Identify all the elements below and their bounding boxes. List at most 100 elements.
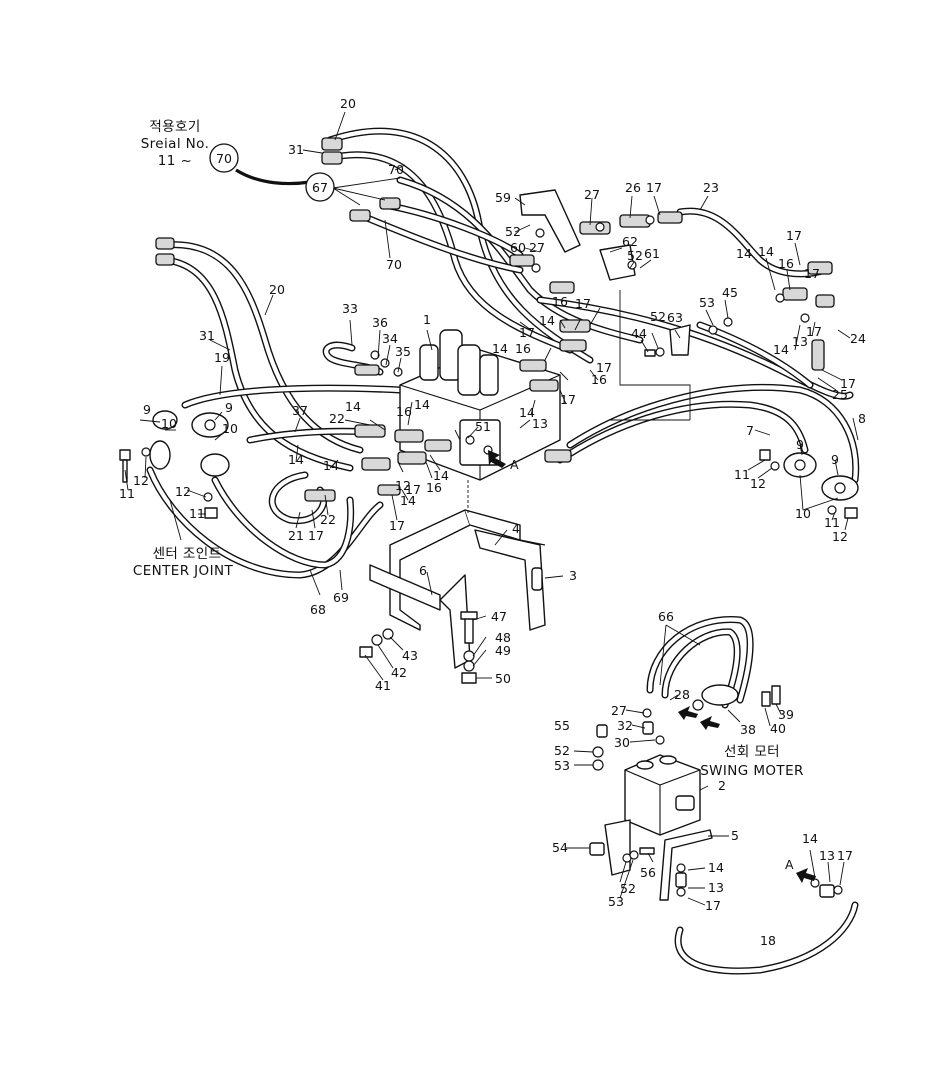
swing-motor-assembly [589,684,843,901]
part-label: 44 [631,326,647,341]
part-label: 27 [584,187,600,202]
serial-callout-curve [235,168,311,186]
part-label: 35 [395,344,411,359]
part-label: 55 [554,718,570,733]
part-label: 14 [492,341,508,356]
part-label: 25 [832,387,848,402]
part-label: 34 [382,331,398,346]
part-label: 14 [433,468,449,483]
part-label: 17 [786,228,802,243]
part-label: 12 [175,484,191,499]
part-label: 14 [414,397,430,412]
part-label: 2 [718,778,726,793]
part-label: 12 [832,529,848,544]
flow-arrow-swing-2 [700,716,720,730]
part-label: 10 [222,421,238,436]
part-label: 17 [405,482,421,497]
part-label: 31 [288,142,304,157]
part-label: 60 [510,240,526,255]
part-label: 27 [611,703,627,718]
part-label: 17 [837,848,853,863]
part-label: 69 [333,590,349,605]
part-label: 27 [529,240,545,255]
circled-callouts: 70 67 [209,143,335,202]
part-label: 20 [269,282,285,297]
valve-fittings [155,137,835,502]
part-label: 26 [625,180,641,195]
part-label: 14 [519,405,535,420]
valve-bracket-assembly [359,509,546,684]
part-label: 49 [495,643,511,658]
part-label: 16 [396,404,412,419]
swing-motor-label-en: SWING MOTER [700,763,804,779]
serial-callout-number: 70 [216,151,232,166]
part-label: 17 [308,528,324,543]
part-label: 17 [519,325,535,340]
hose-set-66 [646,616,754,709]
part-label: 53 [554,758,570,773]
part-label: 41 [375,678,391,693]
part-label: 24 [850,331,866,346]
part-label: 31 [199,328,215,343]
part-label: 14 [323,458,339,473]
part-label: 52 [650,309,666,324]
part-label: 17 [806,324,822,339]
part-label: 14 [288,452,304,467]
view-a-marker-main: A [510,457,519,472]
part-label: 13 [532,416,548,431]
swing-motor-label-ko: 선회 모터 [724,744,780,760]
part-label: 5 [731,828,739,843]
part-label: 6 [419,563,427,578]
serial-range: 11 ~ [158,153,192,169]
part-label: 9 [796,437,804,452]
part-label: 4 [512,521,520,536]
applicable-serial-heading-ko: 적용호기 [149,119,200,135]
part-label: 9 [143,402,151,417]
part-label: 11 [119,486,135,501]
part-label: 12 [395,478,411,493]
part-label: 12 [133,473,149,488]
center-joint-label-ko: 센터 조인트 [153,546,222,562]
hose-set-callout-number: 67 [312,180,328,195]
part-label: 43 [402,648,418,663]
view-a-marker-detail: A [785,857,794,872]
part-label: 33 [342,301,358,316]
part-label: 16 [778,256,794,271]
part-label: 14 [400,493,416,508]
part-label: 18 [760,933,776,948]
part-label: 59 [495,190,511,205]
part-label: 13 [792,334,808,349]
part-label: 48 [495,630,511,645]
part-label: 42 [391,665,407,680]
part-label: 23 [703,180,719,195]
part-label: 13 [708,880,724,895]
part-label: 17 [705,898,721,913]
part-label: 52 [620,881,636,896]
flow-arrow-a-detail [796,868,816,883]
hose-group-right [556,321,860,484]
part-label: 16 [552,294,568,309]
part-label: 14 [758,244,774,259]
hose-23 [676,207,829,278]
part-label: 22 [320,512,336,527]
part-label: 30 [614,735,630,750]
part-label: 14 [539,313,555,328]
part-label: 68 [310,602,326,617]
part-label: 11 [189,506,205,521]
part-label: 53 [608,894,624,909]
part-label: 21 [288,528,304,543]
part-label: 39 [778,707,794,722]
part-label: 12 [750,476,766,491]
part-label: 37 [292,403,308,418]
part-label: 38 [740,722,756,737]
part-label: 17 [804,266,820,281]
part-label: 17 [560,392,576,407]
part-label: 10 [161,416,177,431]
part-label: 13 [819,848,835,863]
part-label: 1 [423,312,431,327]
part-label: 22 [329,411,345,426]
serial-callout-circle [209,143,239,173]
part-label: 16 [426,480,442,495]
part-label: 70 [386,257,402,272]
part-label: 9 [225,400,233,415]
